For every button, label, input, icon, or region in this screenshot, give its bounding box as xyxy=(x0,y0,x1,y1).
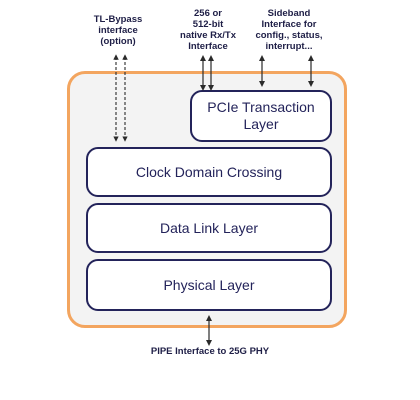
native-interface-label: 256 or 512-bit native Rx/Tx Interface xyxy=(180,8,236,52)
sideband-interface-label: Sideband Interface for config., status, … xyxy=(255,8,323,52)
tl-bypass-arrows xyxy=(113,54,128,142)
native-interface-arrows xyxy=(200,55,214,91)
sideband-arrows xyxy=(259,55,314,87)
data-link-layer-block: Data Link Layer xyxy=(86,203,332,253)
tl-bypass-label: TL-Bypass interface (option) xyxy=(93,14,143,47)
physical-layer-block: Physical Layer xyxy=(86,259,332,311)
pcie-transaction-layer-block: PCIe Transaction Layer xyxy=(190,90,332,142)
clock-domain-crossing-block: Clock Domain Crossing xyxy=(86,147,332,197)
pipe-interface-label: PIPE Interface to 25G PHY xyxy=(150,346,270,357)
